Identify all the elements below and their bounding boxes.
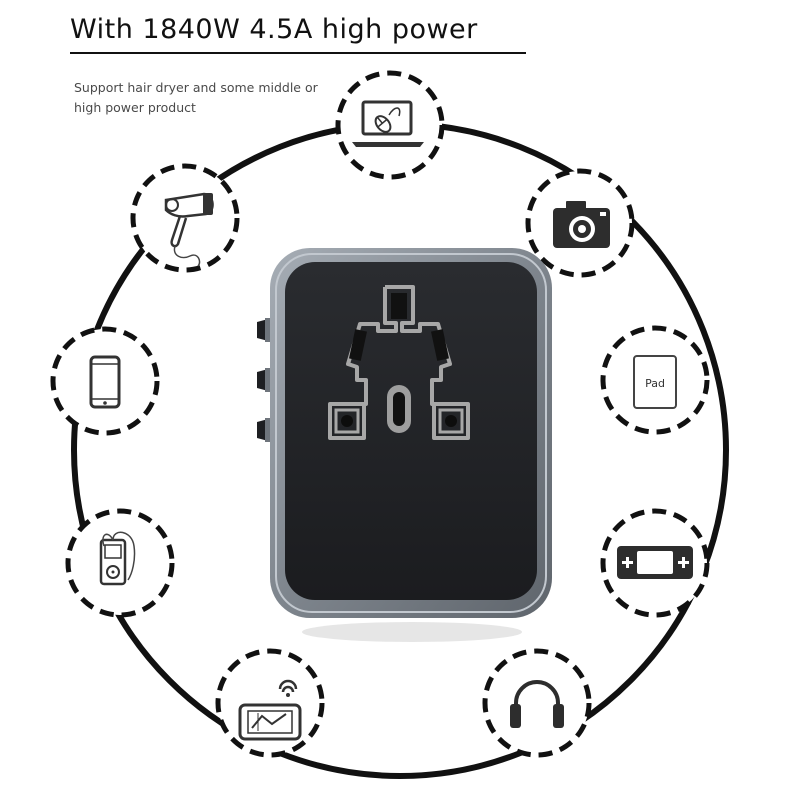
smartphone-icon — [50, 326, 160, 436]
gps-navigator-icon — [215, 648, 325, 758]
game-console-icon — [600, 508, 710, 618]
headline-underline — [70, 52, 526, 54]
hair-dryer-icon — [130, 163, 240, 273]
laptop-icon — [335, 70, 445, 180]
subtitle-line-2: high power product — [74, 100, 196, 115]
camera-icon — [525, 168, 635, 278]
mp3-player-icon — [65, 508, 175, 618]
headline: With 1840W 4.5A high power — [70, 14, 478, 45]
tablet-icon: Pad — [600, 325, 710, 435]
headphones-icon — [482, 648, 592, 758]
subtitle-line-1: Support hair dryer and some middle or — [74, 80, 318, 95]
universal-travel-adapter — [257, 248, 552, 642]
tablet-label: Pad — [645, 377, 665, 390]
